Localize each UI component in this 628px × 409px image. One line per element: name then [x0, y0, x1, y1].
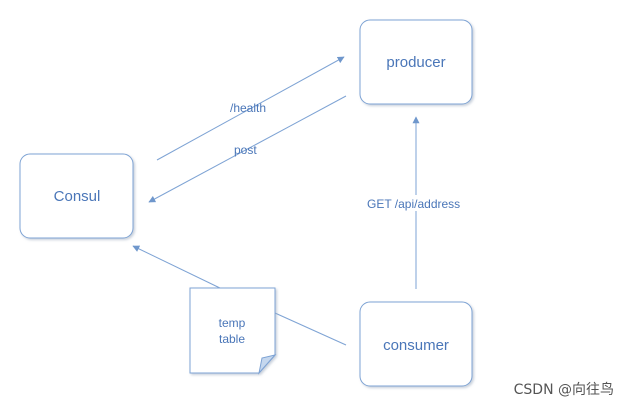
producer-node: producer — [359, 19, 473, 105]
consumer-node: consumer — [359, 301, 473, 387]
health-label: /health — [230, 101, 266, 115]
note-fold — [258, 354, 277, 375]
note-line-1: temp — [219, 316, 246, 330]
get-api-label-bg — [364, 195, 468, 211]
temp-table-note: temp table — [189, 287, 277, 375]
csdn-watermark: CSDN @向往鸟 — [513, 382, 614, 398]
consul-node: Consul — [19, 153, 134, 239]
producer-label: producer — [386, 54, 445, 71]
health-check-arrow — [156, 56, 345, 161]
consumer-to-consul-arrow — [132, 245, 223, 290]
consul-label: Consul — [54, 188, 101, 205]
post-label: post — [234, 143, 257, 157]
consumer-label: consumer — [383, 337, 449, 354]
note-line-2: table — [219, 332, 245, 346]
post-arrow — [148, 95, 347, 203]
note-connector-line — [274, 312, 347, 346]
get-api-label: GET /api/address — [367, 197, 460, 211]
